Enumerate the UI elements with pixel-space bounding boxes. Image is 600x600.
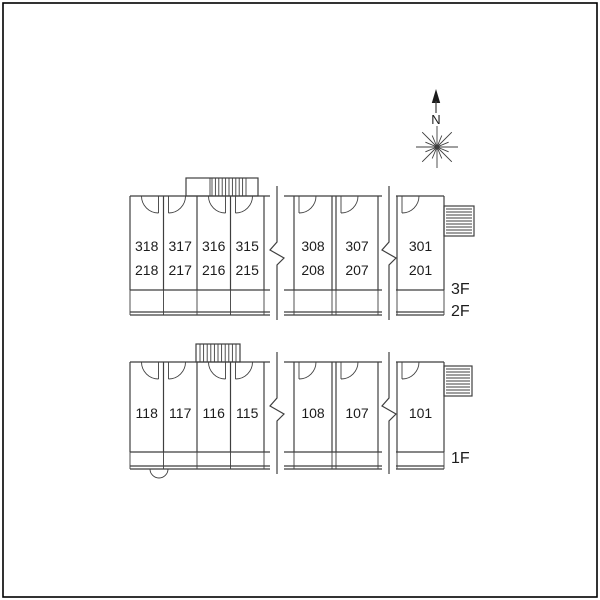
- room-number: 107: [345, 405, 369, 421]
- room-number: 117: [169, 405, 192, 421]
- floor-plan-2f-3f: 318 317 316 315 308 307 301 218 217 216 …: [129, 177, 475, 320]
- room-number: 317: [169, 238, 193, 254]
- room-number: 217: [169, 262, 193, 278]
- balcony-dividers: [129, 290, 445, 315]
- room-number: 308: [301, 238, 325, 254]
- break-line-left: [269, 352, 285, 474]
- stair-treads: [209, 178, 247, 196]
- horizontal-walls: [130, 195, 444, 316]
- break-line-right: [381, 352, 397, 474]
- floor-label-2f: 2F: [451, 303, 470, 320]
- room-numbers-1f: 118 117 116 115 108 107 101: [136, 405, 433, 421]
- balcony-dividers: [129, 452, 445, 469]
- horizontal-walls: [130, 361, 444, 470]
- break-line-right: [381, 186, 397, 320]
- stairwell-top-icon: [195, 343, 241, 363]
- room-number: 116: [203, 405, 226, 421]
- room-number: 301: [409, 238, 433, 254]
- floor-label-3f: 3F: [451, 281, 470, 298]
- room-number: 216: [202, 262, 226, 278]
- room-number: 315: [236, 238, 260, 254]
- north-label: N: [431, 112, 440, 127]
- stair-treads: [446, 368, 470, 394]
- room-numbers-2f: 218 217 216 215 208 207 201: [135, 262, 432, 278]
- room-number: 307: [345, 238, 369, 254]
- break-line-left: [269, 186, 285, 320]
- compass-rose: N: [416, 89, 458, 168]
- stairwell-right-icon: [443, 365, 473, 397]
- room-number: 115: [236, 405, 259, 421]
- stairwell-right-icon: [443, 205, 475, 237]
- room-number: 208: [301, 262, 325, 278]
- stairwell-top-icon: [185, 177, 259, 197]
- room-number: 316: [202, 238, 226, 254]
- room-number: 201: [409, 262, 433, 278]
- room-number: 215: [236, 262, 260, 278]
- room-number: 108: [301, 405, 325, 421]
- entrance-step-arc: [149, 468, 169, 479]
- stair-treads: [199, 344, 237, 362]
- room-partition-walls: [129, 196, 445, 290]
- room-number: 118: [136, 405, 159, 421]
- door-swing-arcs: [141, 195, 420, 214]
- floor-plan-1f: 118 117 116 115 108 107 101 1F: [129, 343, 473, 479]
- room-partition-walls: [129, 362, 445, 452]
- stair-treads: [446, 208, 472, 234]
- room-numbers-3f: 318 317 316 315 308 307 301: [135, 238, 432, 254]
- floor-label-1f: 1F: [451, 450, 470, 467]
- north-arrow-icon: [431, 89, 441, 103]
- room-number: 101: [409, 405, 433, 421]
- door-swing-arcs: [141, 361, 420, 380]
- room-number: 218: [135, 262, 159, 278]
- room-number: 207: [345, 262, 369, 278]
- compass-starburst-icon: [416, 126, 458, 168]
- room-number: 318: [135, 238, 159, 254]
